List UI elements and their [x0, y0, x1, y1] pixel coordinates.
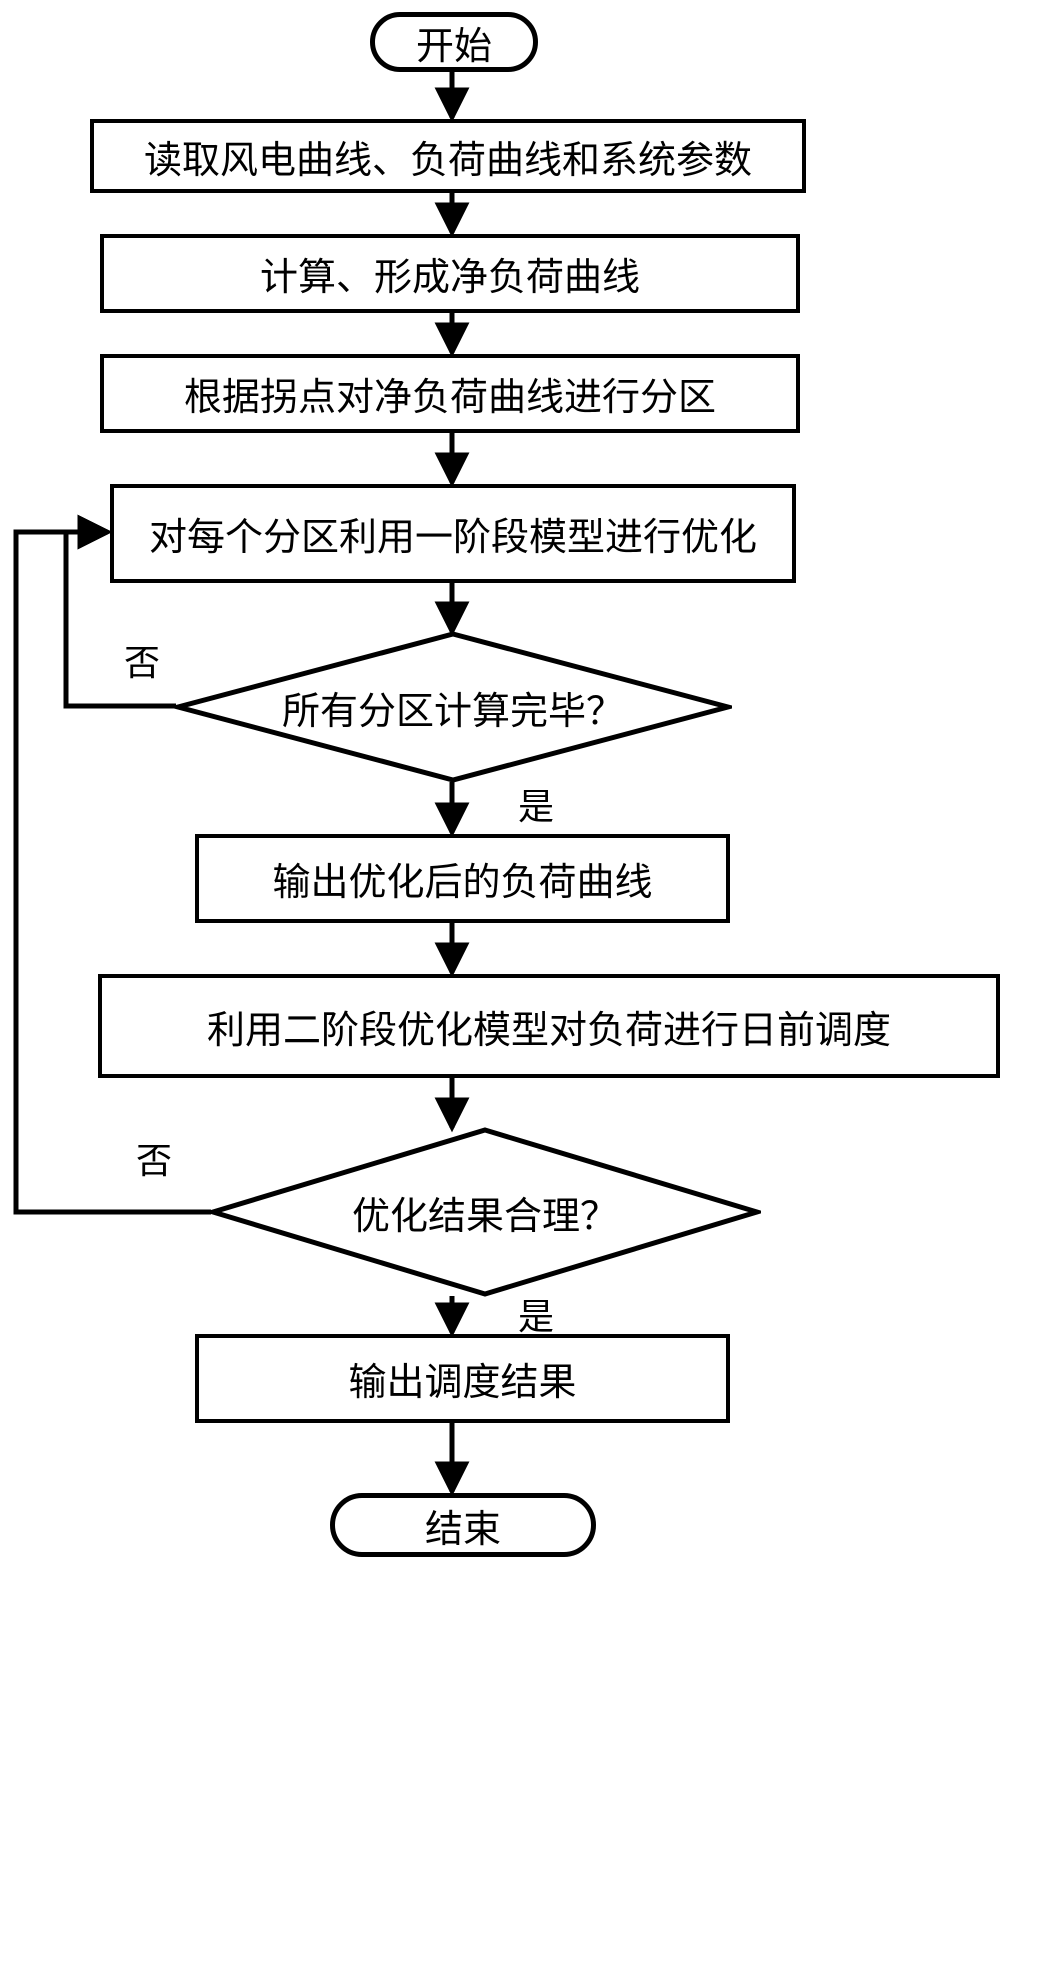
- edge-label-decision1-yes: 是: [518, 787, 555, 827]
- node-output-optimized-curve: 输出优化后的负荷曲线: [195, 834, 730, 923]
- decision2-shape: [209, 1127, 761, 1297]
- node-partition-curve: 根据拐点对净负荷曲线进行分区: [100, 354, 800, 433]
- node-end: 结束: [330, 1493, 596, 1557]
- edge-label-decision2-no: 否: [136, 1141, 173, 1181]
- decision1-shape: [174, 631, 732, 783]
- node-read-inputs: 读取风电曲线、负荷曲线和系统参数: [90, 119, 806, 193]
- decision2-label: 优化结果合理？: [351, 1195, 618, 1238]
- node-output-dispatch-result: 输出调度结果: [195, 1334, 730, 1423]
- edge-decision2-no-loop: [13, 514, 211, 1215]
- node-stage2-day-ahead-dispatch: 利用二阶段优化模型对负荷进行日前调度: [98, 974, 1000, 1078]
- node-stage1-optimize: 对每个分区利用一阶段模型进行优化: [110, 484, 796, 583]
- decision1-label: 所有分区计算完毕？: [281, 690, 624, 733]
- node-decision-result-reasonable: 优化结果合理？: [209, 1126, 761, 1298]
- node-start: 开始: [370, 12, 538, 72]
- node-form-net-load-curve: 计算、形成净负荷曲线: [100, 234, 800, 313]
- edge-label-decision1-no: 否: [124, 643, 161, 683]
- node-decision-all-partitions-done: 所有分区计算完毕？: [174, 630, 732, 784]
- edge-label-decision2-yes: 是: [518, 1297, 555, 1337]
